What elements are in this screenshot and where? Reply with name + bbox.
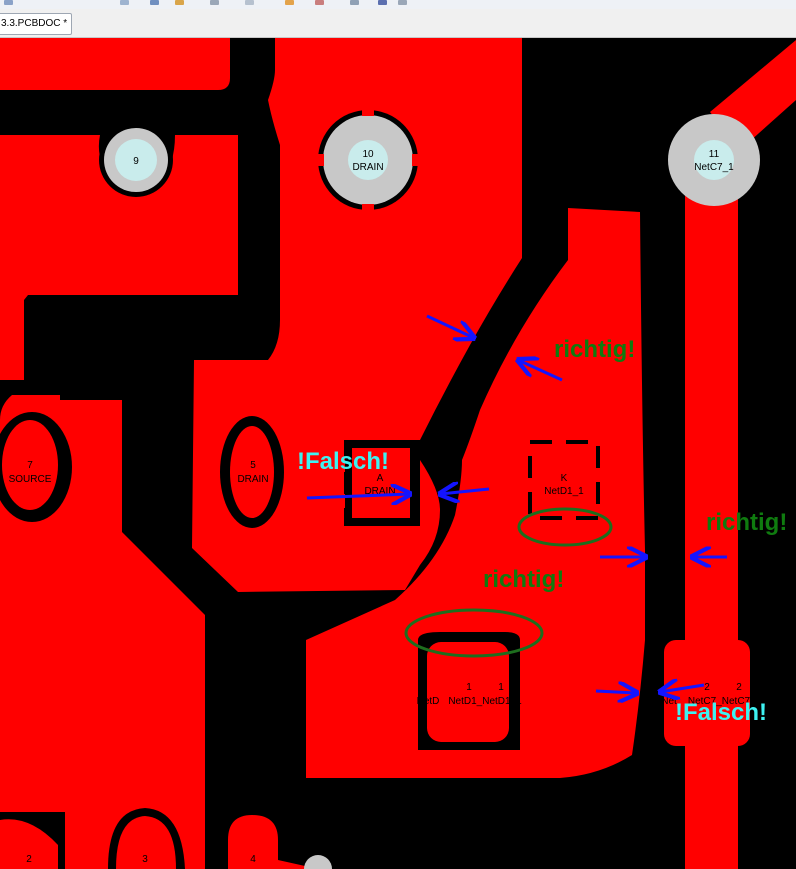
pad-11-number: 11 bbox=[709, 149, 720, 160]
copper-pad-4-lobe bbox=[228, 815, 305, 869]
through-hole-pads bbox=[99, 110, 760, 869]
pad-5-outline bbox=[222, 418, 282, 526]
pad-right-number-a: 2 bbox=[704, 682, 710, 693]
pad-a-net: DRAIN bbox=[364, 486, 395, 497]
pad-right-net: NetC7_NetC7 bbox=[688, 696, 751, 707]
highlight-ellipses bbox=[404, 507, 613, 658]
label-falsch: !Falsch! bbox=[297, 448, 389, 475]
pad-10-number: 10 bbox=[362, 149, 374, 160]
pad-3-number: 3 bbox=[142, 854, 148, 865]
pad-11-net: NetC7_1 bbox=[694, 162, 734, 173]
pad-11-hole bbox=[694, 140, 734, 180]
pad-k[interactable] bbox=[536, 448, 592, 512]
copper-region-top-left bbox=[0, 38, 230, 90]
pad-10-thermal-spokes bbox=[318, 110, 418, 210]
annotation-arrows bbox=[306, 314, 727, 693]
highlight-ellipse-1 bbox=[404, 608, 544, 658]
toolbar-icon[interactable] bbox=[210, 0, 219, 5]
copper-layer bbox=[0, 38, 796, 869]
toolbar-icon[interactable] bbox=[150, 0, 159, 5]
pad-7-number: 7 bbox=[27, 460, 33, 471]
pad-10-hole bbox=[348, 140, 388, 180]
pads bbox=[0, 420, 592, 869]
pad-3[interactable] bbox=[116, 816, 176, 869]
pad-2[interactable] bbox=[0, 819, 58, 869]
highlight-ellipse-k bbox=[517, 507, 613, 547]
arrow bbox=[595, 691, 637, 693]
document-tab[interactable]: 3.3.PCBDOC * bbox=[0, 13, 73, 35]
pad-9-hole bbox=[115, 139, 157, 181]
pad-9-number: 9 bbox=[133, 156, 139, 167]
label-richtig: richtig! bbox=[706, 509, 787, 536]
pad-a-number: A bbox=[377, 473, 384, 484]
pad-k-net: NetD1_1 bbox=[544, 486, 584, 497]
pcb-canvas[interactable]: 9 10 DRAIN 11 NetC7_1 7 SOURCE 5 DRAIN A… bbox=[0, 38, 796, 869]
pad-1-net-b: NetD1_NetD1_1 bbox=[448, 696, 522, 707]
arrow bbox=[306, 494, 410, 498]
copper-pad-netc7-bottom bbox=[664, 640, 750, 746]
toolbar-icon[interactable] bbox=[175, 0, 184, 5]
toolbar-icon[interactable] bbox=[120, 0, 129, 5]
pad-a[interactable] bbox=[352, 448, 410, 518]
pad-a-outline bbox=[344, 440, 418, 526]
pad-5[interactable] bbox=[230, 426, 274, 518]
toolbar-icon[interactable] bbox=[350, 0, 359, 5]
pad-10-net: DRAIN bbox=[352, 162, 383, 173]
pad-4-number: 4 bbox=[250, 854, 256, 865]
toolbar-icon[interactable] bbox=[315, 0, 324, 5]
pcb-drawing[interactable]: 9 10 DRAIN 11 NetC7_1 7 SOURCE 5 DRAIN A… bbox=[0, 38, 796, 869]
copper-region-netd1-pour bbox=[306, 208, 645, 778]
arrow bbox=[518, 360, 563, 382]
label-falsch: !Falsch! bbox=[675, 699, 767, 726]
copper-trace-bottom-right bbox=[685, 746, 738, 869]
pad-2-number: 2 bbox=[26, 854, 32, 865]
pad-5-net: DRAIN bbox=[237, 474, 268, 485]
arrow bbox=[660, 685, 705, 692]
pad-right-number-b: 2 bbox=[736, 682, 742, 693]
pad-outlines bbox=[0, 413, 600, 748]
label-richtig: richtig! bbox=[483, 566, 564, 593]
arrow bbox=[440, 489, 490, 494]
pad-5-number: 5 bbox=[250, 460, 256, 471]
toolbar-icon[interactable] bbox=[378, 0, 387, 5]
pad-k-number: K bbox=[561, 473, 568, 484]
pad-1[interactable] bbox=[427, 642, 509, 742]
toolbar-icon[interactable] bbox=[285, 0, 294, 5]
via-bottom[interactable] bbox=[304, 855, 332, 869]
copper-trace-netc7 bbox=[685, 190, 738, 640]
pad-1-outline bbox=[420, 634, 516, 748]
pad-1-net-a: NetD bbox=[417, 696, 440, 707]
document-tab-bar: 3.3.PCBDOC * bbox=[0, 9, 796, 38]
arrow bbox=[426, 314, 474, 338]
toolbar-icon[interactable] bbox=[245, 0, 254, 5]
toolbar-icon[interactable] bbox=[4, 0, 13, 5]
pad-7-outline bbox=[0, 413, 66, 517]
copper-region-left-pour bbox=[0, 135, 238, 380]
pad-7[interactable] bbox=[2, 420, 58, 510]
pad-1-number-a: 1 bbox=[466, 682, 472, 693]
pad-7-net: SOURCE bbox=[9, 474, 52, 485]
label-richtig: richtig! bbox=[554, 336, 635, 363]
pad-right-net-prefix: Net bbox=[661, 696, 677, 707]
pad-1-number-b: 1 bbox=[498, 682, 504, 693]
toolbar-icon[interactable] bbox=[398, 0, 407, 5]
